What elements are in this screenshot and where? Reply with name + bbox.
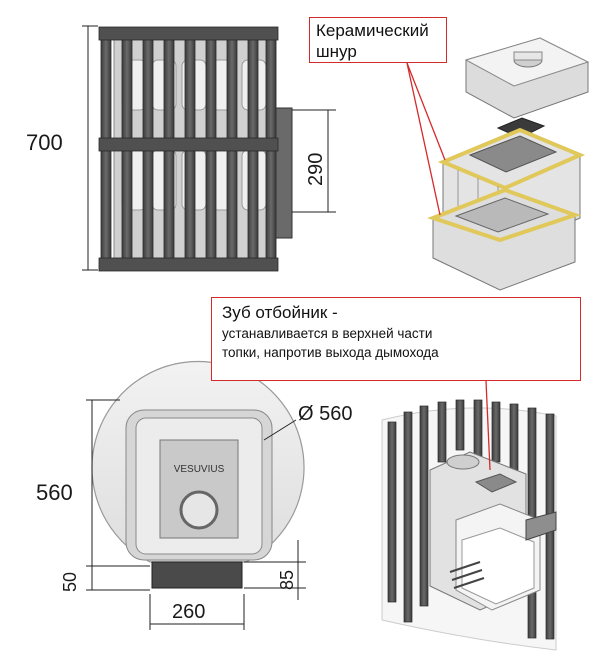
tooth-leader <box>485 380 491 471</box>
deflector-tooth-line-2: топки, напротив выхода дымохода <box>222 345 439 360</box>
deflector-tooth-in-place <box>474 473 518 493</box>
top-view-dimensions <box>86 399 306 630</box>
opening-label: 290 <box>305 153 327 186</box>
top-view: VESUVIUS 560 50 85 260 Ø 560 <box>36 360 352 630</box>
height-dimension <box>82 25 98 271</box>
exploded-view <box>406 37 590 291</box>
cutaway-view <box>381 333 575 651</box>
cutaway-firebox <box>429 451 557 611</box>
ceramic-cord-callout: Керамический шнур <box>309 17 447 63</box>
opening-dimension <box>292 109 336 213</box>
grille-bands <box>98 26 279 272</box>
door-width-label: 260 <box>172 601 205 623</box>
base-offset-label: 50 <box>60 572 80 592</box>
door-window <box>179 490 219 530</box>
depth-label: 560 <box>36 480 73 505</box>
grate-bars <box>449 561 485 589</box>
ceramic-cord-text: Керамический шнур <box>316 21 429 61</box>
door-gap-label: 85 <box>277 570 297 590</box>
cord-leaders <box>406 62 446 216</box>
door-plate-text: VESUVIUS <box>174 464 225 475</box>
lower-body <box>427 187 582 291</box>
door-tunnel <box>151 561 243 589</box>
front-view: 700 290 <box>26 25 336 272</box>
deflector-tooth-title: Зуб отбойник - <box>222 303 338 322</box>
deflector-tooth-line-1: устанавливается в верхней части <box>222 326 433 341</box>
side-flue <box>525 511 557 541</box>
diameter-label: Ø 560 <box>298 403 352 425</box>
lid-part <box>464 37 590 119</box>
height-label: 700 <box>26 130 63 155</box>
deflector-tooth-callout: Зуб отбойник - устанавливается в верхней… <box>211 297 581 381</box>
